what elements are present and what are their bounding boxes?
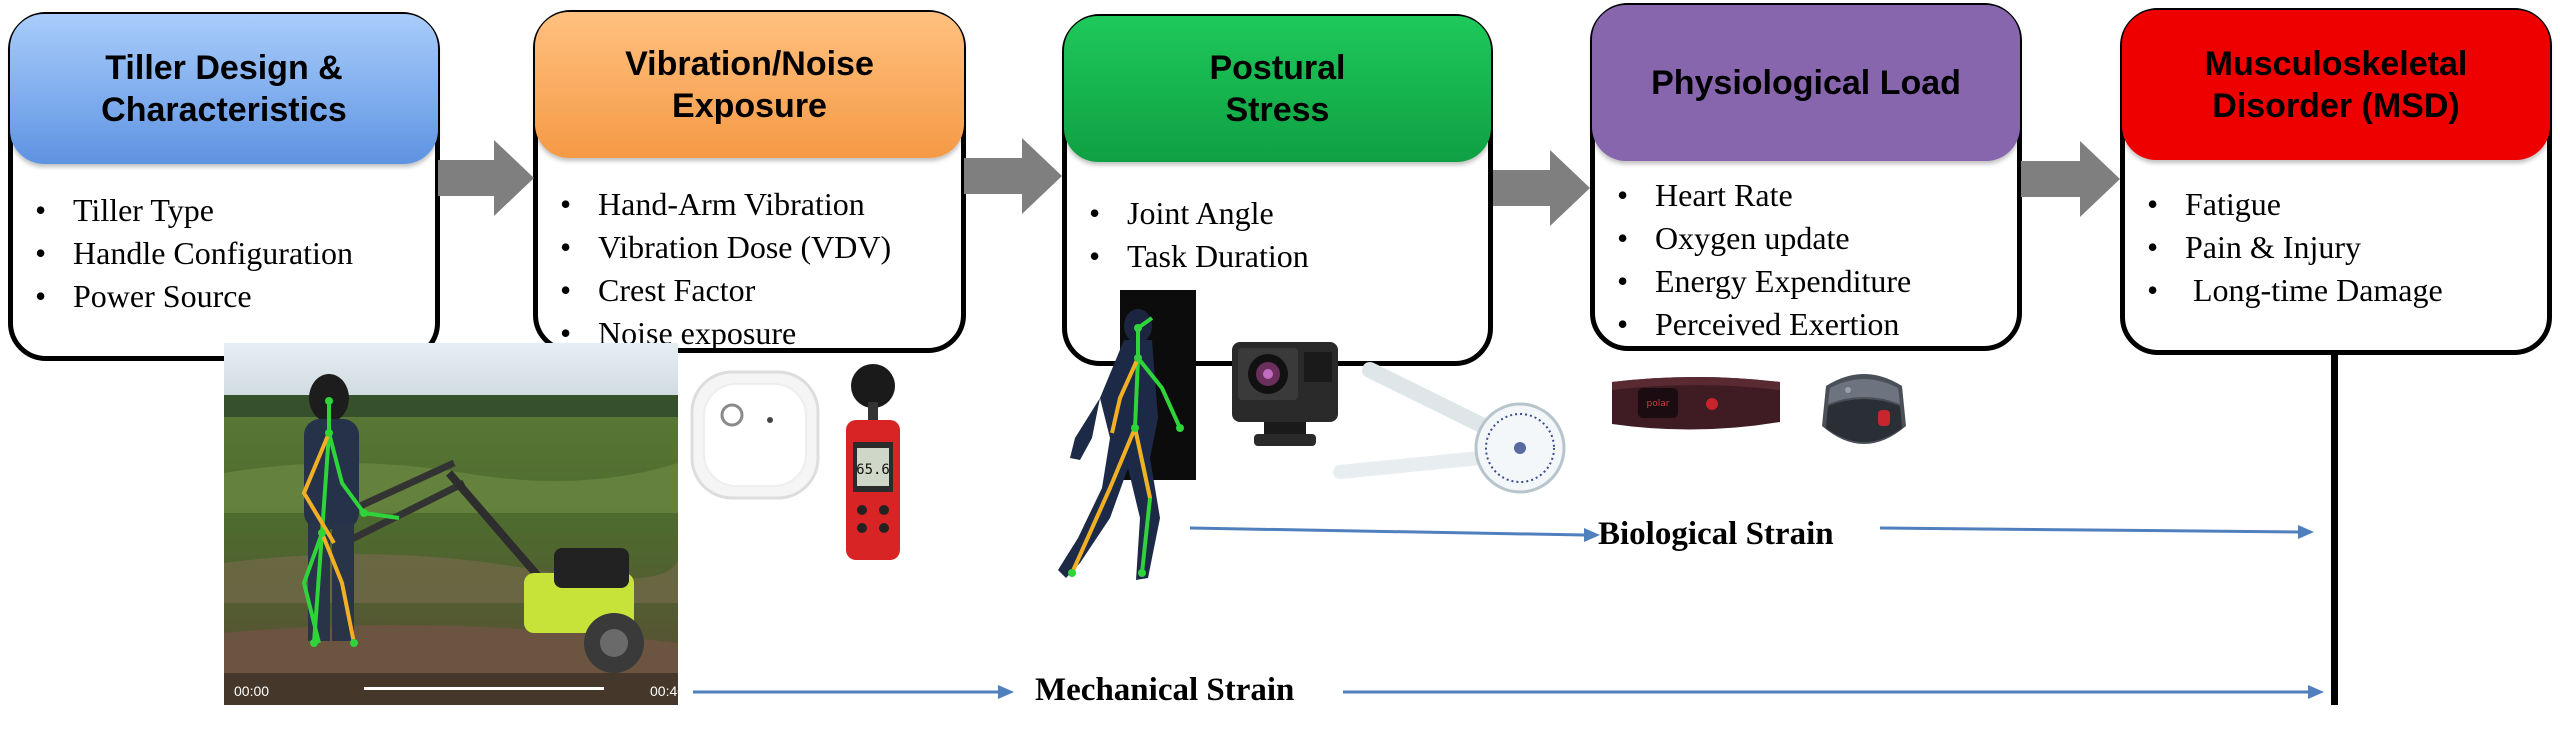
list-item: Crest Factor xyxy=(560,269,891,312)
video-time-right: 00:40 xyxy=(650,683,678,699)
stage-title-line1: Musculoskeletal xyxy=(2204,45,2468,83)
list-item: Power Source xyxy=(35,275,353,318)
stage-tiller-design-list: Tiller Type Handle Configuration Power S… xyxy=(35,189,353,318)
vibration-sensor-icon xyxy=(690,370,820,500)
stage-tiller-design-header: Tiller Design & Characteristics xyxy=(10,14,438,164)
stage-physiological-load-list: Heart Rate Oxygen update Energy Expendit… xyxy=(1617,174,1911,346)
goniometer-icon xyxy=(1333,362,1566,494)
list-item: Perceived Exertion xyxy=(1617,303,1911,346)
list-item: Task Duration xyxy=(1089,235,1309,278)
stage-title-line2: Characteristics xyxy=(101,91,347,129)
stage-tiller-design: Tiller Design & Characteristics Tiller Ty… xyxy=(8,12,440,361)
mechanical-strain-arrows xyxy=(693,685,2324,699)
stage-msd-list: Fatigue Pain & Injury Long-time Damage xyxy=(2147,183,2443,312)
stage-vibration-noise-list: Hand-Arm Vibration Vibration Dose (VDV) … xyxy=(560,183,891,355)
list-item: Handle Configuration xyxy=(35,232,353,275)
stage-postural-stress-list: Joint Angle Task Duration xyxy=(1089,192,1309,278)
stage-title-line1: Physiological Load xyxy=(1651,64,1961,102)
stage-physiological-load: Physiological Load Heart Rate Oxygen upd… xyxy=(1590,3,2022,351)
flow-arrow-3 xyxy=(1493,150,1590,226)
biological-strain-label: Biological Strain xyxy=(1598,516,1834,552)
biological-strain-arrows xyxy=(1189,525,2314,542)
list-item: Energy Expenditure xyxy=(1617,260,1911,303)
list-item: Joint Angle xyxy=(1089,192,1309,235)
video-time-left: 00:00 xyxy=(234,683,270,699)
svg-text:65.6: 65.6 xyxy=(856,462,890,478)
stage-title-line2: Stress xyxy=(1225,91,1330,129)
mechanical-strain-label: Mechanical Strain xyxy=(1035,672,1295,708)
stage-title-line2: Exposure xyxy=(672,87,827,125)
stage-physiological-load-header: Physiological Load xyxy=(1592,5,2020,161)
list-item: Heart Rate xyxy=(1617,174,1911,217)
tiller-operator-photo: 00:00 00:40 xyxy=(224,343,678,705)
list-item: Tiller Type xyxy=(35,189,353,232)
list-item: Long-time Damage xyxy=(2147,269,2443,312)
heart-rate-chest-strap-icon: polar xyxy=(1612,377,1780,430)
list-item: Fatigue xyxy=(2147,183,2443,226)
list-item: Pain & Injury xyxy=(2147,226,2443,269)
list-item: Oxygen update xyxy=(1617,217,1911,260)
flow-arrow-4 xyxy=(2021,141,2120,217)
stage-title-line1: Vibration/Noise xyxy=(625,45,874,83)
list-item: Vibration Dose (VDV) xyxy=(560,226,891,269)
pose-silhouette-image xyxy=(1058,290,1196,580)
action-camera-icon xyxy=(1232,342,1338,446)
svg-text:polar: polar xyxy=(1647,399,1670,409)
stage-title-line1: Postural xyxy=(1209,49,1346,87)
sound-level-meter-icon: 65.6 xyxy=(846,364,900,560)
list-item: Hand-Arm Vibration xyxy=(560,183,891,226)
stage-title-line1: Tiller Design & xyxy=(105,49,343,87)
stage-title-line2: Disorder (MSD) xyxy=(2212,87,2460,125)
msd-vertical-line xyxy=(2331,355,2338,705)
oxygen-wearable-icon xyxy=(1822,374,1906,444)
flow-arrow-2 xyxy=(964,138,1062,214)
flow-arrow-1 xyxy=(438,140,534,216)
